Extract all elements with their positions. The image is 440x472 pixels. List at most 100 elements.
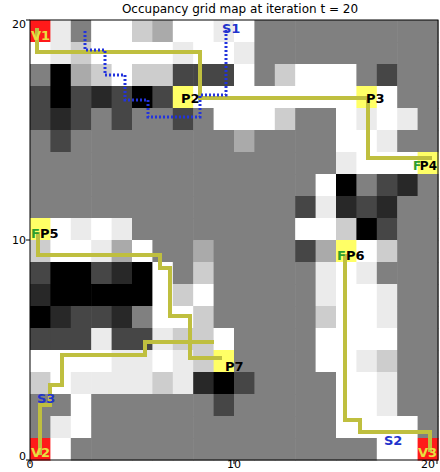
grid-cell: [234, 108, 255, 131]
grid-cell: [377, 372, 398, 395]
grid-cell: [214, 394, 235, 417]
grid-cell: [152, 240, 173, 263]
grid-cell: [295, 64, 316, 87]
grid-cell: [254, 130, 275, 153]
grid-cell: [91, 416, 112, 439]
grid-cell: [71, 130, 92, 153]
grid-cell: [214, 108, 235, 131]
map-marker-label: S2: [384, 434, 402, 447]
grid-cell: [316, 130, 337, 153]
grid-cell: [356, 328, 377, 351]
grid-cell: [316, 152, 337, 175]
grid-cell: [30, 328, 51, 351]
tick-mark: [437, 460, 438, 464]
grid-cell: [418, 394, 439, 417]
grid-cell: [112, 394, 133, 417]
grid-cell: [275, 328, 296, 351]
grid-cell: [50, 262, 71, 285]
grid-cell: [316, 218, 337, 241]
grid-cell: [356, 284, 377, 307]
grid-cell: [254, 438, 275, 461]
grid-cell: [336, 152, 357, 175]
grid-cell: [132, 416, 153, 439]
grid-cell: [254, 240, 275, 263]
grid-cell: [193, 416, 214, 439]
grid-cell: [356, 196, 377, 219]
grid-cell: [112, 20, 133, 43]
grid-cell: [173, 196, 194, 219]
grid-cell: [295, 130, 316, 153]
grid-cell: [356, 20, 377, 43]
grid-cell: [275, 218, 296, 241]
grid-cell: [316, 306, 337, 329]
grid-cell: [275, 240, 296, 263]
grid-cell: [30, 284, 51, 307]
grid-cell: [132, 394, 153, 417]
grid-cell: [50, 108, 71, 131]
grid-cell: [418, 328, 439, 351]
grid-cell: [112, 130, 133, 153]
grid-cell: [214, 196, 235, 219]
grid-cell: [173, 108, 194, 131]
grid-cell: [71, 64, 92, 87]
grid-cell: [152, 416, 173, 439]
grid-cell: [71, 20, 92, 43]
grid-cell: [275, 284, 296, 307]
axis-tick-label: 20: [421, 459, 435, 470]
grid-cell: [132, 284, 153, 307]
grid-cell: [91, 438, 112, 461]
map-marker-label: P3: [366, 92, 385, 105]
grid-cell: [91, 328, 112, 351]
grid-cell: [295, 174, 316, 197]
grid-cell: [30, 240, 51, 263]
grid-cell: [71, 174, 92, 197]
grid-cell: [275, 196, 296, 219]
grid-cell: [418, 240, 439, 263]
grid-cell: [316, 20, 337, 43]
grid-cell: [418, 306, 439, 329]
grid-cell: [214, 416, 235, 439]
grid-cell: [234, 240, 255, 263]
grid-cell: [356, 174, 377, 197]
grid-cell: [132, 152, 153, 175]
grid-cell: [91, 108, 112, 131]
grid-cell: [30, 64, 51, 87]
grid-cell: [316, 284, 337, 307]
grid-cell: [214, 64, 235, 87]
grid-cell: [295, 350, 316, 373]
grid-cell: [418, 174, 439, 197]
grid-cell: [152, 394, 173, 417]
grid-cell: [316, 174, 337, 197]
grid-cell: [377, 42, 398, 65]
grid-cell: [397, 42, 418, 65]
grid-cell: [234, 174, 255, 197]
grid-cell: [132, 108, 153, 131]
grid-cell: [356, 438, 377, 461]
grid-cell: [91, 196, 112, 219]
grid-cell: [193, 20, 214, 43]
grid-cell: [71, 262, 92, 285]
grid-cell: [234, 306, 255, 329]
grid-cell: [234, 394, 255, 417]
grid-cell: [30, 152, 51, 175]
grid-cell: [50, 64, 71, 87]
grid-cell: [50, 328, 71, 351]
grid-cell: [377, 306, 398, 329]
grid-cell: [173, 152, 194, 175]
grid-cell: [336, 130, 357, 153]
grid-cell: [193, 152, 214, 175]
grid-cell: [316, 328, 337, 351]
grid-cell: [193, 196, 214, 219]
grid-cell: [30, 108, 51, 131]
grid-cell: [295, 438, 316, 461]
grid-cell: [275, 262, 296, 285]
grid-cell: [254, 108, 275, 131]
grid-cell: [71, 372, 92, 395]
grid-cell: [316, 372, 337, 395]
grid-cell: [418, 64, 439, 87]
grid-cell: [234, 262, 255, 285]
grid-cell: [132, 64, 153, 87]
grid-cell: [193, 372, 214, 395]
